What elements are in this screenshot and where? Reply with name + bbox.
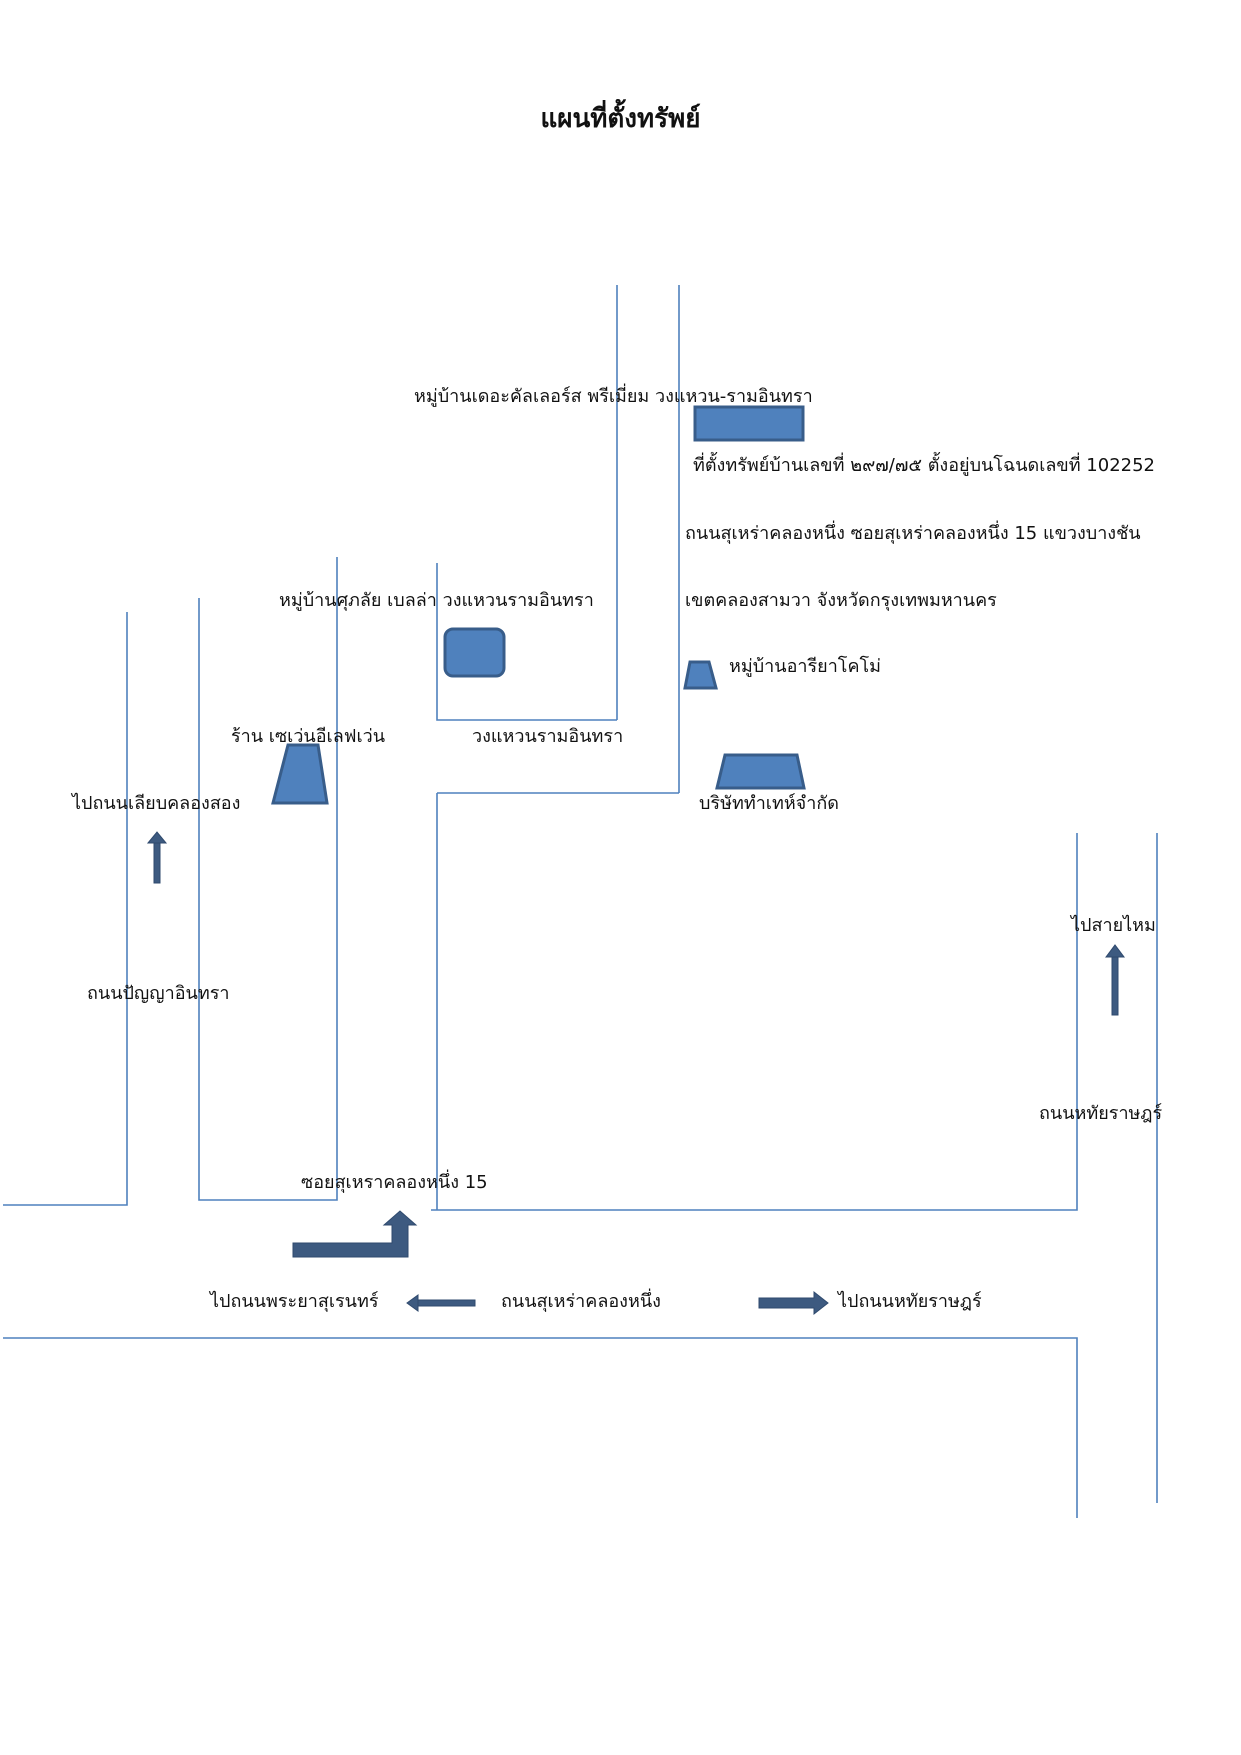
road-lines [3,285,1158,1518]
seven-eleven-marker [271,743,329,805]
property-marker [693,405,805,442]
label-to-sai-mai: ไปสายไหม [1071,915,1156,936]
label-surao-khlong-nueng-road: ถนนสุเหร่าคลองหนึ่ง [501,1291,661,1312]
panya-indra-road-right [198,557,338,1201]
supalai-village-marker [443,627,506,678]
label-property-line1: ที่ตั้งทรัพย์บ้านเลขที่ ๒๙๗/๗๕ ตั้งอยู่บ… [693,455,1156,476]
company-marker [715,753,806,790]
arrow-to-phraya-suren-icon [406,1294,476,1312]
label-property-line3: เขตคลองสามวา จังหวัดกรุงเทพมหานคร [685,590,997,611]
turn-arrow-soi-15-icon [292,1210,418,1258]
panya-indra-road-left [3,612,128,1206]
label-to-liap-khlong-song: ไปถนนเลียบคลองสอง [72,793,241,814]
arrow-to-liap-khlong-song-icon [146,831,168,884]
label-company: บริษัททำเทห์จำกัด [699,793,839,814]
arria-village-marker [683,660,718,690]
label-to-hathai-rat: ไปถนนหทัยราษฎร์ [838,1291,982,1312]
soi-15-road [431,833,1078,1211]
label-soi-15: ซอยสุเหราคลองหนึ่ง 15 [301,1172,488,1193]
arrow-to-hathai-rat-icon [758,1290,829,1316]
label-seven-eleven: ร้าน เซเว่นอีเลฟเว่น [231,726,386,747]
label-property-line2: ถนนสุเหร่าคลองหนึ่ง ซอยสุเหร่าคลองหนึ่ง … [685,523,1141,544]
label-village-colors-premium: หมู่บ้านเดอะคัลเลอร์ส พรีเมี่ยม วงแหวน-ร… [414,386,813,407]
label-ring-road: วงแหวนรามอินทรา [472,726,624,747]
surao-khlong-nueng-road [3,1337,1078,1518]
map-title: แผนที่ตั้งทรัพย์ [540,104,701,134]
ring-road-branch [436,563,617,721]
arrow-to-sai-mai-icon [1105,944,1125,1016]
label-hathai-rat-road: ถนนหทัยราษฎร์ [1039,1103,1163,1124]
label-to-phraya-suren: ไปถนนพระยาสุเรนทร์ [210,1291,379,1312]
label-panya-indra-road: ถนนปัญญาอินทรา [87,983,230,1004]
label-village-supalai: หมู่บ้านศุภลัย เบลล่า วงแหวนรามอินทรา [279,590,594,611]
label-village-arria: หมู่บ้านอารียาโคโม่ [729,656,882,677]
